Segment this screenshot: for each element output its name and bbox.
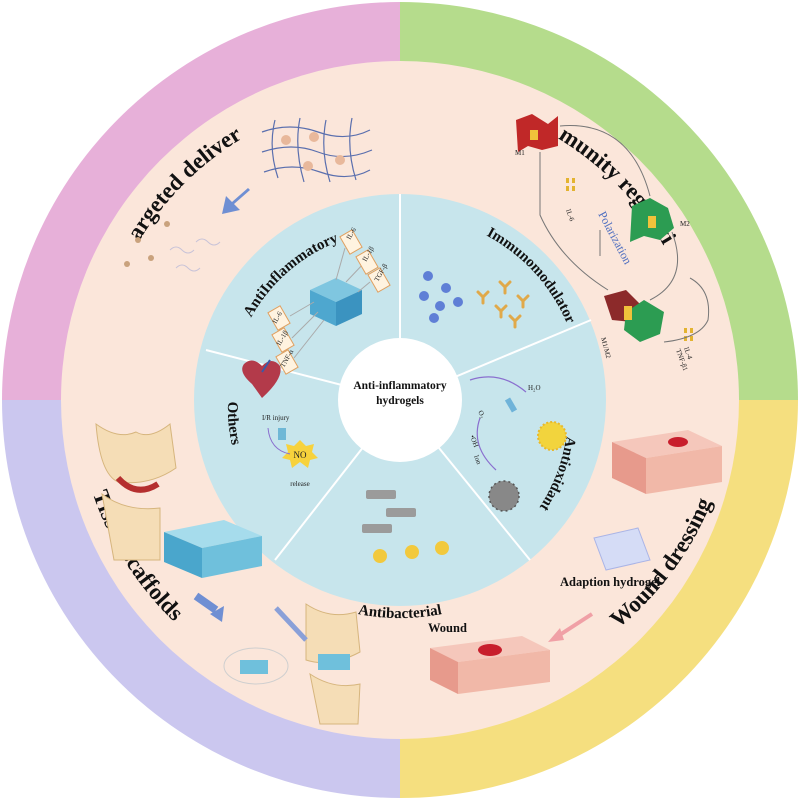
macrophage-m2-icon (630, 198, 674, 242)
ion-label: Ion (472, 454, 483, 466)
cytokine-tags-top (339, 229, 391, 293)
others-label: Others (224, 402, 244, 447)
nanoparticle-dots-icon (373, 541, 449, 563)
syringe-icon (274, 606, 308, 642)
hydrogel-cube-icon (310, 278, 362, 326)
hydrogel-network-icon (261, 117, 373, 183)
cytokine-tags-left (267, 305, 299, 375)
antioxidant-cycle-icon (469, 376, 567, 512)
skin-block-icon (612, 430, 722, 494)
scaffold-piece-icon (240, 660, 268, 674)
m2-label: M2 (680, 220, 690, 228)
release-label: release (290, 480, 309, 488)
antibacterial-label: Antibacterial (357, 602, 443, 622)
wound-block-icon (430, 636, 550, 694)
center-title-line2: hydrogels (376, 395, 424, 407)
antibody-icons (476, 280, 530, 329)
immunity-arrows (539, 125, 710, 343)
ir-injury-label: I/R injury (262, 414, 290, 422)
wound-arrow-icon (556, 612, 594, 638)
joint-icon (95, 422, 177, 561)
macrophage-m1m2-icon (604, 290, 664, 342)
repaired-joint-icon (305, 603, 361, 725)
adaption-hydrogel-label: Adaption hydrogel (560, 575, 661, 589)
heart-icon (242, 359, 281, 398)
others-arrow (267, 427, 291, 455)
immunomodulator-dots-icon (419, 271, 463, 323)
cytokine-lines (289, 247, 371, 359)
cytokine-il6-icon (566, 178, 575, 191)
no-label: NO (294, 450, 307, 460)
center-title-line1: Anti-inflammatory (353, 380, 447, 392)
il4-label: IL-4 (682, 346, 694, 361)
macrophage-m1-icon (516, 114, 558, 152)
wound-label: Wound (428, 621, 467, 635)
no-release-icon (282, 440, 318, 468)
m1-label: M1 (515, 149, 525, 157)
h2o-label: H₂O (528, 384, 541, 392)
down-arrow-icon (222, 188, 250, 214)
adaption-hydrogel-icon (593, 527, 651, 571)
il6-label: IL-6 (564, 208, 576, 223)
released-particles-icon (124, 221, 221, 272)
gel-piece-icon (278, 428, 286, 440)
o2-label: O₂ (476, 409, 487, 420)
scaffold-arrow-icon (193, 592, 219, 614)
scaffold-block-icon (164, 520, 262, 578)
bacteria-rods-icon (362, 490, 416, 533)
oh-label: •OH (468, 434, 480, 449)
center-disc (338, 338, 462, 462)
cytokine-il4-icon (684, 328, 693, 341)
